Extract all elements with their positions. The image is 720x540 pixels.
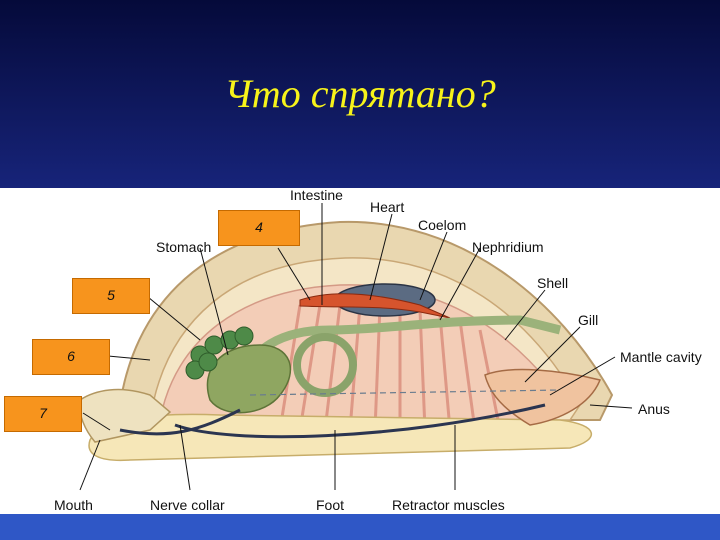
- label-gill: Gill: [578, 312, 598, 328]
- label-foot: Foot: [316, 497, 344, 513]
- leader-lines: [79, 203, 633, 491]
- bottom-bar: [0, 514, 720, 540]
- slide-title: Что спрятано?: [224, 71, 496, 116]
- label-stomach: Stomach: [156, 239, 211, 255]
- label-nerve-collar: Nerve collar: [150, 497, 225, 513]
- label-heart: Heart: [370, 199, 404, 215]
- nerve-cord: [119, 403, 546, 439]
- hidden-label-box-4[interactable]: 4: [218, 210, 300, 246]
- hidden-label-box-7[interactable]: 7: [4, 396, 82, 432]
- label-retractor-muscles: Retractor muscles: [392, 497, 505, 513]
- label-shell: Shell: [537, 275, 568, 291]
- label-nephridium: Nephridium: [472, 239, 544, 255]
- label-mantle-cavity: Mantle cavity: [620, 349, 702, 365]
- label-anus: Anus: [638, 401, 670, 417]
- mantle-line: [249, 389, 561, 396]
- foot: [88, 413, 592, 462]
- hidden-label-box-5[interactable]: 5: [72, 278, 150, 314]
- hidden-label-box-6[interactable]: 6: [32, 339, 110, 375]
- label-coelom: Coelom: [418, 217, 466, 233]
- label-intestine: Intestine: [290, 187, 343, 203]
- intestine-coil: [293, 333, 357, 397]
- label-mouth: Mouth: [54, 497, 93, 513]
